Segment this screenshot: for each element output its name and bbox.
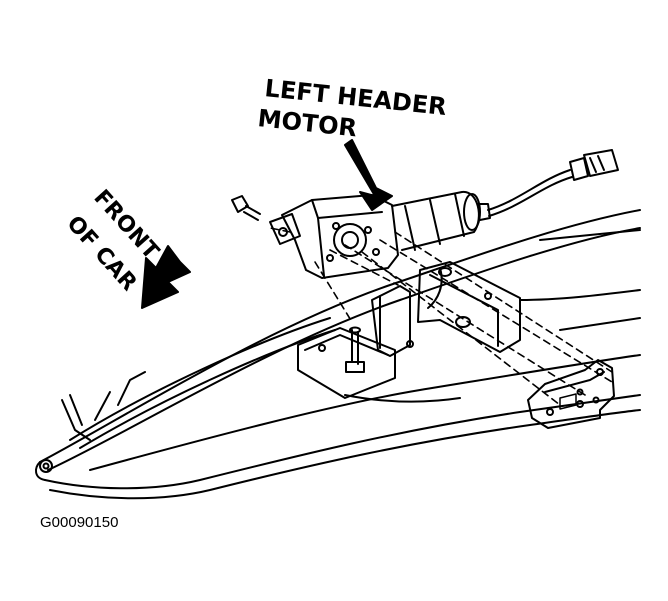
windshield-header-panel <box>35 209 641 500</box>
header-motor <box>231 149 619 279</box>
figure-id: G00090150 <box>40 514 119 531</box>
lower-mounting-plate <box>297 285 414 399</box>
motor-callout-arrow <box>344 139 393 211</box>
rear-bracket <box>527 359 615 429</box>
front-of-car-arrow <box>141 245 191 309</box>
